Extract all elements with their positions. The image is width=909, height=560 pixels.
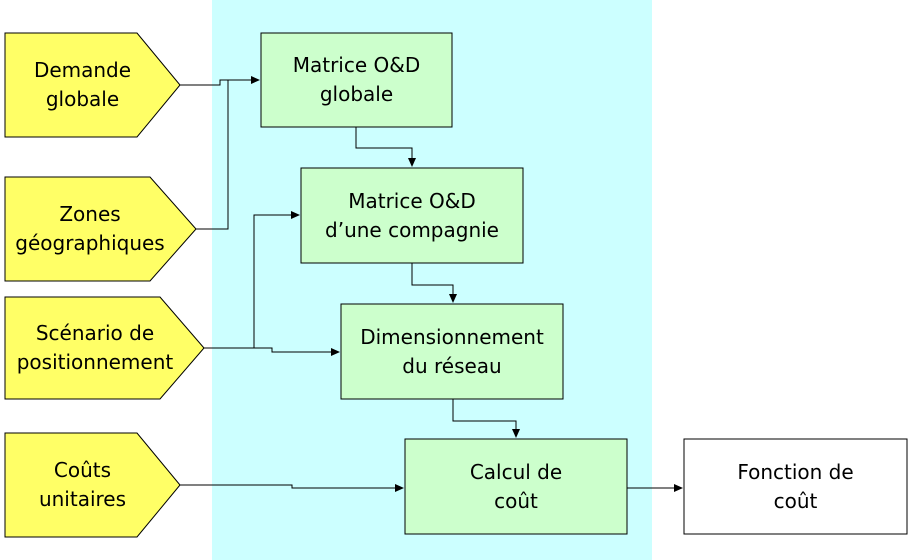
process-label-matrice-globale-line1: Matrice O&D [292,53,421,77]
input-label-couts-line2: unitaires [38,487,127,511]
input-label-demande-line1: Demande [33,58,132,82]
input-label-zones-line1: Zones [59,202,121,226]
process-label-matrice-globale-line2: globale [319,82,394,106]
connector-zones-to-matrice [196,80,229,230]
process-label-calcul-line1: Calcul de [469,459,563,484]
process-label-matrice-compagnie-line2: d’une compagnie [325,217,499,242]
input-label-scenario-line1: Scénario de [35,321,155,345]
output-label-fonction-line1: Fonction de [737,459,854,484]
input-shape-demande [4,32,181,138]
input-label-zones-line2: géographiques [15,231,165,255]
connector-matrice-to-compagnie [355,127,416,167]
input-label-zones: Zones géographiques [5,177,175,281]
process-label-calcul-line2: coût [494,488,538,513]
input-shape-couts [4,432,181,538]
input-label-demande: Demande globale [5,33,160,137]
input-shape-scenario [4,296,205,400]
connector-demande-to-matrice [180,76,260,86]
connector-scenario-to-dimensionnement [204,347,340,356]
connector-compagnie-to-dimensionnement [411,263,457,303]
process-box-matrice-globale [260,32,453,128]
process-box-matrice-compagnie [300,167,524,264]
process-box-dimensionnement [340,303,564,400]
connector-dimensionnement-to-calcul [452,399,520,438]
process-label-calcul: Calcul de coût [405,439,627,534]
process-label-dimensionnement-line2: du réseau [402,353,502,378]
process-box-calcul [404,438,628,535]
output-label-fonction-line2: coût [773,488,818,513]
process-label-matrice-compagnie: Matrice O&D d’une compagnie [301,168,523,263]
process-label-dimensionnement: Dimensionnement du réseau [341,304,563,399]
input-label-demande-line2: globale [45,87,120,111]
input-label-scenario: Scénario de positionnement [5,297,185,399]
output-label-fonction: Fonction de coût [684,439,907,534]
output-box-fonction [683,438,908,535]
process-label-matrice-globale: Matrice O&D globale [261,33,452,127]
connector-couts-to-calcul [180,484,404,492]
input-shape-zones [4,176,197,282]
input-label-couts-line1: Coûts [53,458,112,482]
input-label-scenario-line2: positionnement [16,350,174,374]
process-label-matrice-compagnie-line1: Matrice O&D [348,188,476,213]
input-label-couts: Coûts unitaires [5,433,160,537]
process-label-dimensionnement-line1: Dimensionnement [360,324,544,349]
